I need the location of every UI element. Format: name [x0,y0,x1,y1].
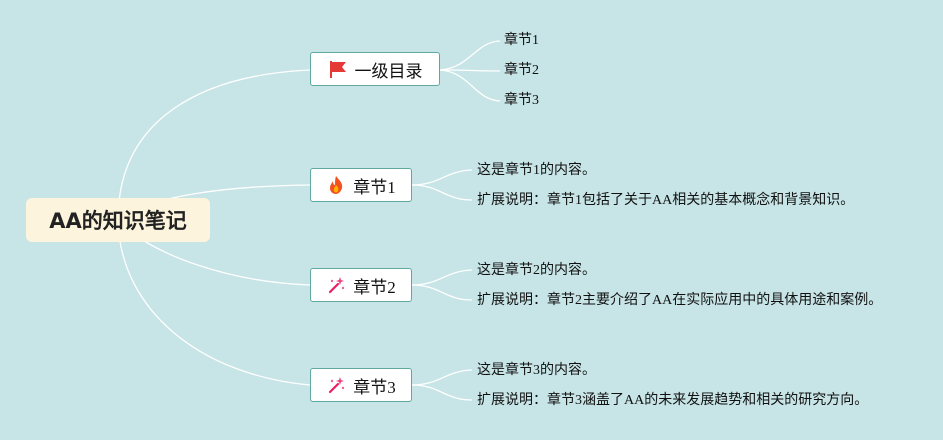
branch-label: 一级目录 [354,61,423,81]
leaf-chapter-2-content[interactable]: 这是章节2的内容。 [477,263,596,278]
branch-label: 章节1 [353,177,396,197]
leaf-toc-item-1[interactable]: 章节1 [504,33,539,48]
leaf-toc-item-2[interactable]: 章节2 [504,63,539,78]
root-title: AA的知识笔记 [49,209,187,233]
fire-icon [326,175,346,195]
branch-node-chapter-3[interactable]: 章节3 [310,368,412,402]
magic-wand-icon [326,275,346,295]
leaf-toc-item-3[interactable]: 章节3 [504,93,539,108]
leaf-chapter-1-extension[interactable]: 扩展说明：章节1包括了关于AA相关的基本概念和背景知识。 [477,193,855,208]
root-node[interactable]: AA的知识笔记 [26,198,210,242]
branch-node-chapter-1[interactable]: 章节1 [310,168,412,202]
magic-wand-icon [326,375,346,395]
branch-label: 章节2 [353,277,396,297]
leaf-chapter-3-extension[interactable]: 扩展说明：章节3涵盖了AA的未来发展趋势和相关的研究方向。 [477,393,869,408]
branch-label: 章节3 [353,377,396,397]
leaf-chapter-2-extension[interactable]: 扩展说明：章节2主要介绍了AA在实际应用中的具体用途和案例。 [477,293,883,308]
branch-node-chapter-2[interactable]: 章节2 [310,268,412,302]
leaf-chapter-3-content[interactable]: 这是章节3的内容。 [477,363,596,378]
branch-node-toc[interactable]: 一级目录 [310,52,440,86]
red-flag-icon [328,59,348,79]
leaf-chapter-1-content[interactable]: 这是章节1的内容。 [477,163,596,178]
